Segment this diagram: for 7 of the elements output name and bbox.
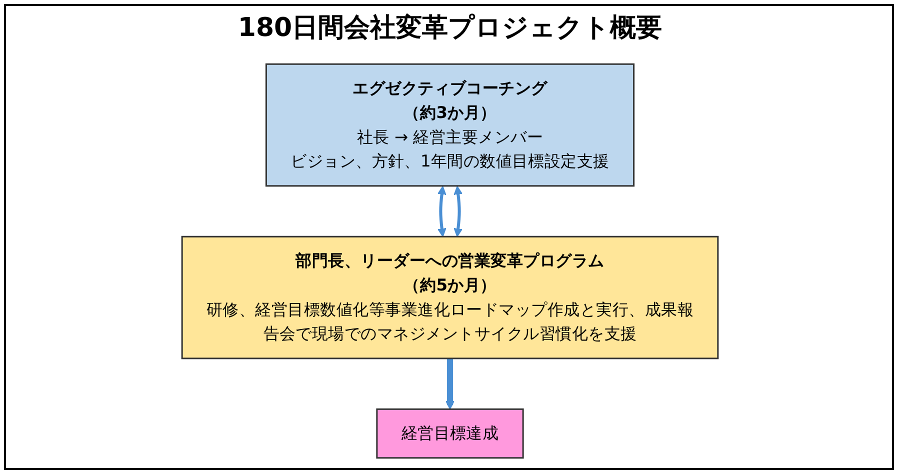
diagram-title: 180日間会社変革プロジェクト概要 [236, 12, 664, 45]
node-box: エグゼクティブコーチング （約3か月） 社長 → 経営主要メンバー ビジョン、方針、1年間の数値目標設定支援 [265, 63, 635, 187]
arrow [454, 186, 463, 238]
arrow [446, 358, 454, 410]
arrow [437, 186, 446, 238]
node-box: 部門長、リーダーへの営業変革プログラム （約5か月） 研修、経営目標数値化等事業進化ロードマップ作成と実行、成果報告会で現場でのマネジメントサイクル習慣化を支援 [181, 236, 719, 360]
node-box: 経営目標達成 [376, 408, 524, 459]
